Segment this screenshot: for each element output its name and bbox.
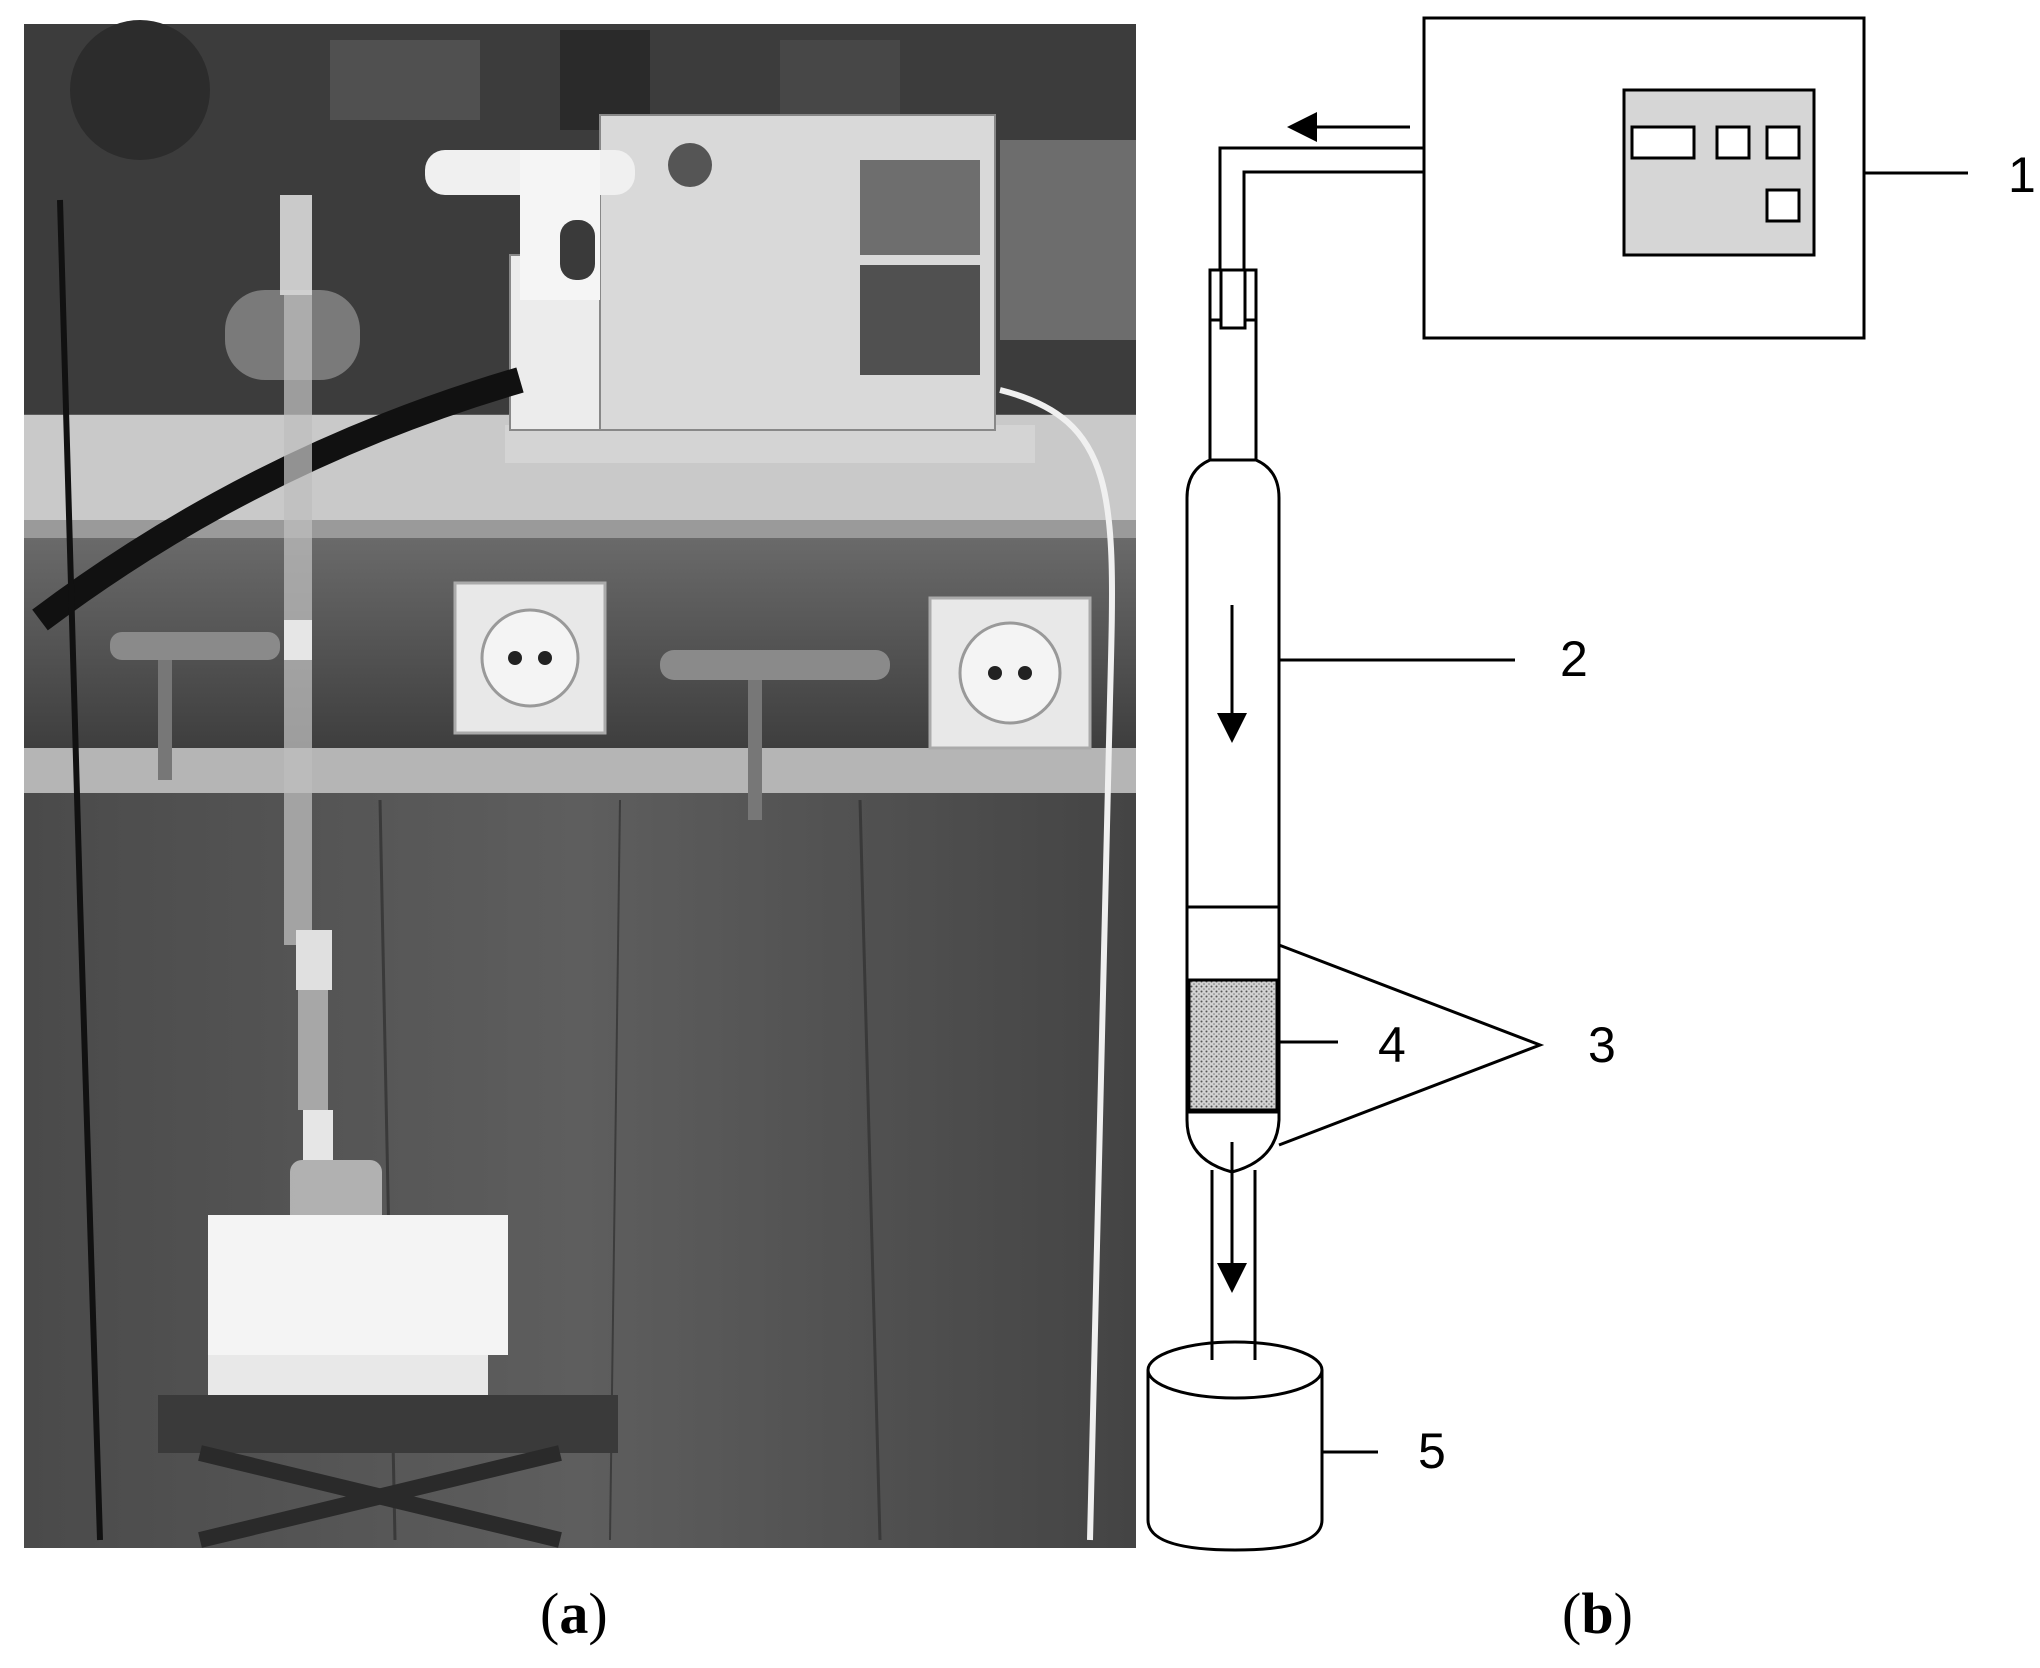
wall-socket — [453, 581, 607, 735]
lab-jack — [158, 1395, 618, 1548]
callout-5: 5 — [1418, 1423, 1446, 1479]
foam-block — [208, 1215, 508, 1355]
panel-letter-a: a — [559, 1581, 589, 1646]
pump-device — [425, 114, 1035, 463]
wood-grain — [858, 799, 882, 1541]
panel-caption-b: (b) — [1562, 1581, 1633, 1646]
callout-2: 2 — [1560, 631, 1588, 687]
leader-line-3 — [1278, 943, 1545, 1147]
display-button — [1715, 125, 1751, 160]
photo-clutter-shape — [330, 40, 480, 120]
cable — [999, 387, 1115, 1541]
inlet-tube-end — [1219, 268, 1247, 330]
photo-panel — [24, 20, 1136, 1548]
display-button — [1765, 188, 1801, 223]
display-button — [1765, 125, 1801, 160]
black-tube — [32, 367, 524, 631]
schematic-panel — [1146, 16, 1968, 1552]
packed-bed — [1187, 978, 1279, 1112]
gas-valve — [660, 650, 890, 820]
gas-valve — [110, 632, 280, 780]
callout-1: 1 — [2008, 147, 2036, 203]
feed-tube — [1218, 146, 1424, 292]
feed-tube — [1242, 170, 1424, 292]
panel-caption-a: (a) — [540, 1581, 608, 1646]
photo-clutter-shape — [560, 30, 650, 130]
photo-clutter-shape — [70, 20, 210, 160]
wall-socket — [928, 596, 1092, 750]
callout-3: 3 — [1588, 1017, 1616, 1073]
receiver-rim — [1146, 1340, 1324, 1400]
pump-display-panel — [1622, 88, 1816, 257]
display-window — [1630, 125, 1696, 160]
photo-clutter-shape — [1000, 140, 1136, 340]
cable — [57, 199, 103, 1541]
callout-4: 4 — [1378, 1017, 1406, 1073]
glass-column-photo — [280, 195, 333, 1160]
receiver-vessel — [1146, 1370, 1324, 1552]
bench-rail — [24, 748, 1136, 793]
panel-letter-b: b — [1581, 1581, 1614, 1646]
